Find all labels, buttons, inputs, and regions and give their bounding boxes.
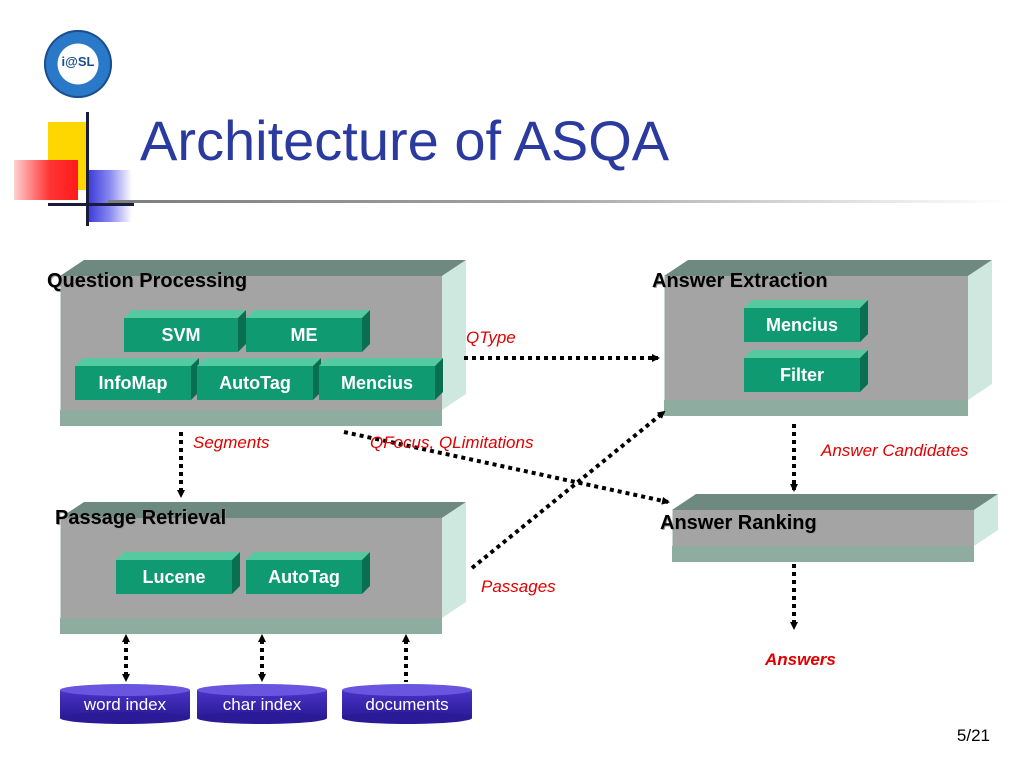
component-label: Lucene xyxy=(116,560,232,594)
deco-blue-square xyxy=(88,170,132,222)
component-autotag-qp: AutoTag xyxy=(197,358,321,400)
box-bottom xyxy=(60,410,442,426)
index-label: word index xyxy=(83,695,167,714)
component-label: AutoTag xyxy=(197,366,313,400)
label-qtype: QType xyxy=(466,328,516,347)
answer-ranking-label: Answer Ranking xyxy=(660,512,817,534)
box-top xyxy=(60,260,466,276)
component-label: ME xyxy=(246,318,362,352)
deco-horizontal-line xyxy=(48,203,134,206)
component-mencius-ae: Mencius xyxy=(744,300,868,342)
passage-retrieval-label: Passage Retrieval xyxy=(55,507,227,529)
box-side xyxy=(442,260,466,410)
component-me: ME xyxy=(246,310,370,352)
deco-vertical-line xyxy=(86,112,89,226)
component-label: Mencius xyxy=(744,308,860,342)
component-label: Mencius xyxy=(319,366,435,400)
page-number: 5/21 xyxy=(956,726,990,745)
label-passages: Passages xyxy=(481,577,556,596)
answer-ranking-box xyxy=(672,494,998,562)
answer-extraction-label: Answer Extraction xyxy=(652,270,828,292)
deco-red-square xyxy=(14,160,78,200)
label-answers: Answers xyxy=(765,650,836,669)
question-processing-label: Question Processing xyxy=(47,270,248,292)
component-label: InfoMap xyxy=(75,366,191,400)
component-filter: Filter xyxy=(744,350,868,392)
component-label: Filter xyxy=(744,358,860,392)
char-index-store: char index xyxy=(197,684,327,724)
index-label: documents xyxy=(365,695,449,714)
logo-text: i@SL xyxy=(61,54,95,69)
label-answer-candidates: Answer Candidates xyxy=(821,441,969,460)
lab-logo: i@SL xyxy=(44,30,112,98)
word-index-store: word index xyxy=(60,684,190,724)
component-infomap: InfoMap xyxy=(75,358,199,400)
component-svm: SVM xyxy=(124,310,246,352)
label-qfocus: QFocus, QLimitations xyxy=(370,433,534,452)
component-label: AutoTag xyxy=(246,560,362,594)
index-label: char index xyxy=(222,695,302,714)
arrow-passages xyxy=(470,410,666,570)
component-mencius-qp: Mencius xyxy=(319,358,443,400)
label-segments: Segments xyxy=(193,433,270,452)
component-label: SVM xyxy=(124,318,238,352)
title-underline xyxy=(108,200,1008,203)
component-autotag-pr: AutoTag xyxy=(246,552,370,594)
component-lucene: Lucene xyxy=(116,552,240,594)
slide-title: Architecture of ASQA xyxy=(140,109,670,172)
documents-store: documents xyxy=(342,684,472,724)
